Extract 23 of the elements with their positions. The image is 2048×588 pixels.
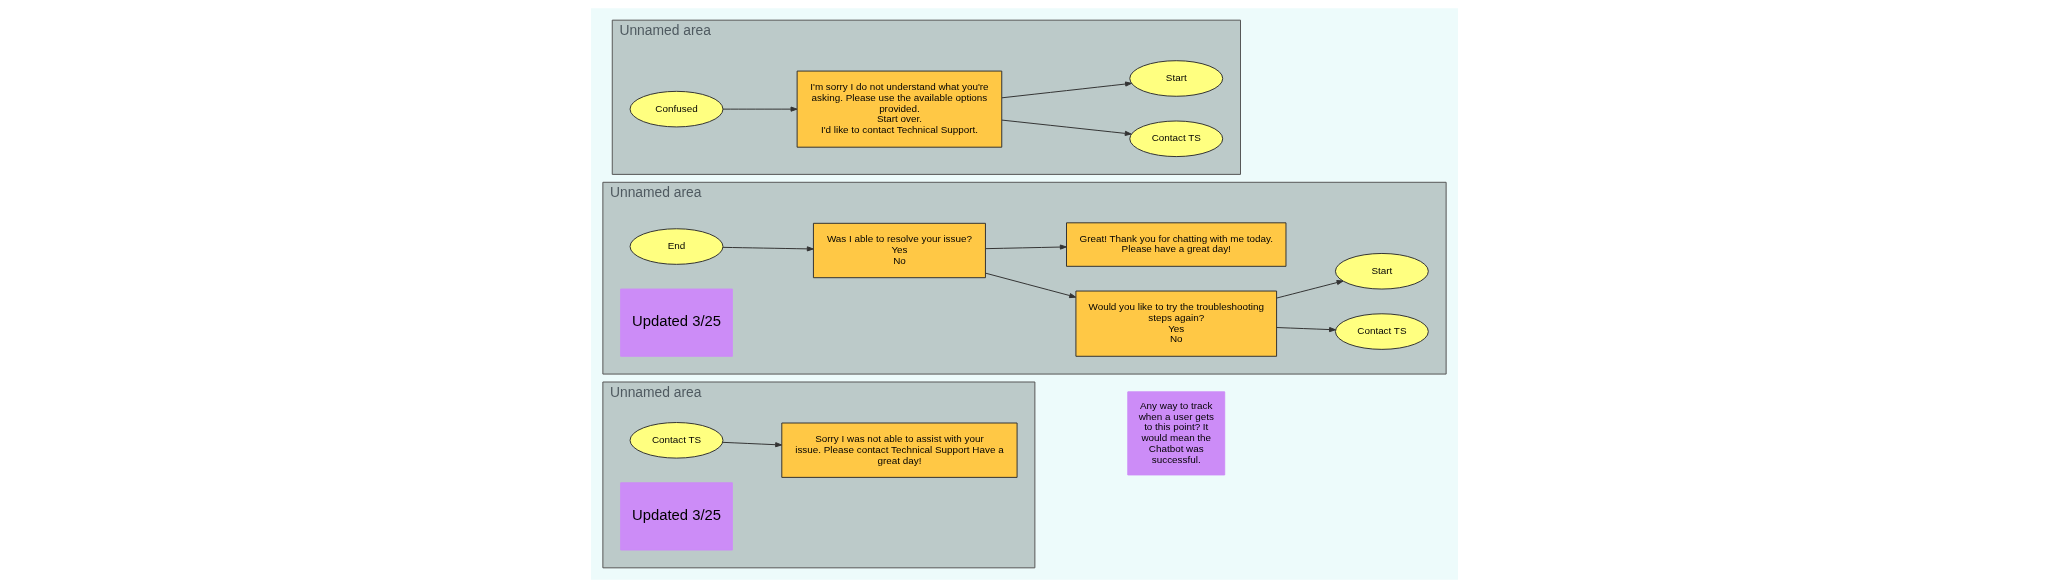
arrow [722, 246, 814, 252]
arrow [1001, 119, 1132, 136]
arrow [984, 244, 1067, 250]
node-box: Great! Thank you for chatting with me today. Please have a great day! [1065, 222, 1286, 267]
node-ellipse: Contact TS [1334, 313, 1429, 350]
arrow [1275, 280, 1343, 299]
arrow [1275, 327, 1336, 333]
node-box: Updated 3/25 [619, 482, 733, 551]
node-box: Any way to track when a user gets to this point? It would mean the Chatbot was successful. [1126, 391, 1225, 476]
arrow [722, 106, 797, 112]
node-box: Sorry I was not able to assist with your issue. Please contact Technical Support Have a great day! [780, 422, 1018, 478]
node-box: Would you like to try the troubleshooting steps again? Yes No [1074, 290, 1277, 357]
node-ellipse: Contact TS [629, 422, 723, 459]
node-ellipse: Start [1128, 60, 1223, 97]
node-ellipse: Confused [629, 90, 723, 128]
arrow [984, 272, 1076, 299]
node-ellipse: End [629, 228, 723, 265]
arrow [1001, 81, 1132, 99]
arrow [721, 441, 782, 448]
node-box: Was I able to resolve your issue? Yes No [812, 222, 986, 279]
node-box: I'm sorry I do not understand what you're asking. Please use the available options provided. Start over. I'd like to contact Technical Support. [796, 70, 1002, 148]
node-ellipse: Contact TS [1128, 120, 1223, 158]
node-box: Updated 3/25 [619, 288, 733, 357]
